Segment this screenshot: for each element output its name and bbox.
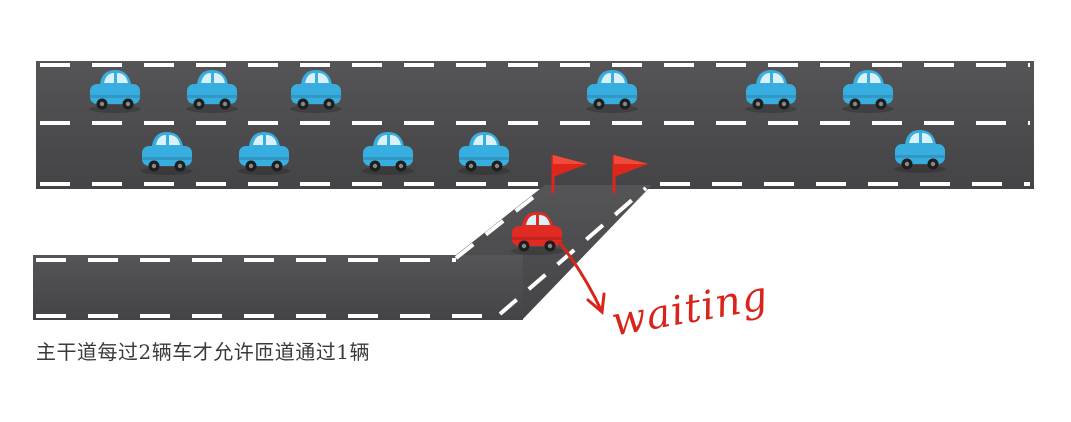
arrow-icon [558, 241, 606, 315]
caption: 主干道每过2辆车才允许匝道通过1辆 [36, 340, 370, 364]
ramp-road [33, 255, 523, 320]
lane-markings [36, 63, 1030, 318]
